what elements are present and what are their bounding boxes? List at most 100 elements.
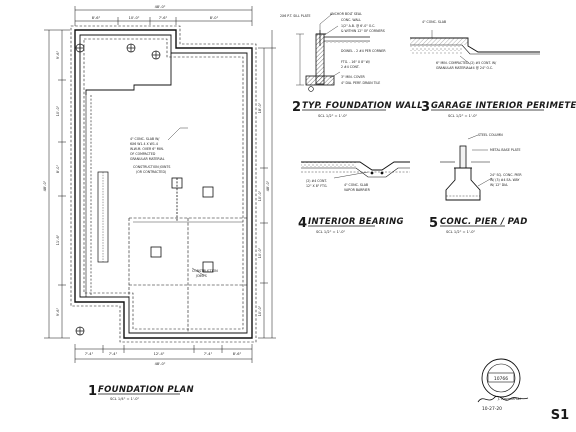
foundation-plan [44,6,276,363]
construction-joint-note: JOINTS [195,274,207,278]
detail-4-notes: (2) #4 CONT. 12" X 8" FTG. 4" CONC. SLAB… [306,179,371,192]
detail-note: GRANULAR MATERIAL [436,66,471,70]
detail-typ-foundation-wall [296,13,370,92]
detail-2-notes: 2X6 P.T. SILL PLATE ANCHOR BOLT SEAL CON… [280,12,386,85]
detail-number: 4 [298,216,307,231]
detail-number: 3 [421,100,430,115]
detail-interior-bearing [301,161,410,179]
dim-left-seg: 9'-6" [56,307,60,316]
detail-number: 2 [292,100,301,115]
dimension-bottom [74,344,253,363]
detail-note: VAPOR BARRIER [344,188,371,192]
construction-joint-note: CONSTRUCTION [192,269,218,273]
detail-title-3: 3 GARAGE INTERIOR PERIMETER SCL 1/2" = 1… [421,100,576,118]
detail-title: FOUNDATION PLAN [98,385,194,395]
detail-note: METAL BASE PLATE [490,148,521,152]
dim-right-seg: 10'-0" [258,190,262,201]
dimension-top [74,6,253,26]
slab-note-line: 4" CONC. SLAB W/ [130,137,160,141]
engineer-seal [481,358,521,398]
detail-title: TYP. FOUNDATION WALL [302,101,423,111]
detail-note: 24" SQ. CONC. PIER [490,173,522,177]
detail-note: 6" MIN. COMPACTED [436,61,469,65]
corner-markers [75,43,161,336]
joint-note-line: CONSTRUCTION JOINTS [133,165,170,169]
dim-bottom-seg: 7'-4" [109,352,118,356]
dim-bottom-seg: 7'-4" [85,352,94,356]
detail-garage-interior-perimeter [410,30,540,65]
slab-note-line: OF COMPACTED [130,152,156,156]
dim-top-seg: 7'-6" [159,16,168,20]
detail-3-notes: 4" CONC. SLAB 6" MIN. COMPACTED GRANULAR… [422,20,497,70]
slab-note: 4" CONC. SLAB W/ 6X6 W1.4 X W1.4 W.W.M. … [130,137,218,278]
detail-note: DOWEL - 2 #4 PER CORNER [341,49,386,53]
foundation-wall-outer [74,29,253,339]
sheet-number-label: S1 [551,408,569,423]
detail-scale: SCL 1/2" = 1'-0" [316,230,346,234]
joint-note-line: (OR CONTRACTED) [136,170,166,174]
detail-note: STEEL COLUMN [478,133,503,137]
detail-scale: SCL 1/4" = 1'-0" [110,397,140,401]
dim-bottom-overall: 48'-0" [155,362,166,366]
detail-note: W/ 12" DIA. [490,183,508,187]
detail-title-1: 1 FOUNDATION PLAN SCL 1/4" = 1'-0" [88,384,194,401]
dim-right-overall: 48'-0" [266,180,270,191]
dim-bottom-seg: 12'-4" [154,352,165,356]
dim-left-seg: 11'-6" [56,234,60,245]
detail-note: 2 #4 CONT. [341,65,359,69]
foundation-wall-inner [79,34,248,334]
detail-note: ANCHOR BOLT SEAL [330,12,362,16]
footing-outline [70,25,257,343]
detail-note: #4 @ 24" O.C. [470,66,493,70]
detail-note: 3" MIN. COVER [341,75,365,79]
signature: J. Kazmierski [477,395,529,403]
slab-joint-grid [128,217,247,333]
dim-right-seg: 18'-0" [258,102,262,113]
detail-note: CONC. WALL [341,18,361,22]
detail-scale: SCL 1/2" = 1'-0" [318,114,348,118]
pier-pads [150,177,214,273]
slab-note-line: 6X6 W1.4 X W1.4 [130,142,158,146]
plan-dimension-labels: 48'-0" 8'-6" 10'-0" 7'-6" 8'-0" 7'-4" 7'… [43,5,270,366]
signature-name: J. Kazmierski [497,397,521,401]
detail-note: W/ (3) #4 EA. WAY [490,178,520,182]
detail-note: 4" CONC. SLAB [422,20,446,24]
dim-right-seg: 10'-0" [258,247,262,258]
detail-note: (2) #5 CONT. W/ [470,61,497,65]
detail-note: 2X6 P.T. SILL PLATE [280,14,310,18]
dim-top-seg: 10'-0" [129,16,140,20]
interior-bearing-wall [85,53,172,95]
detail-note: 12" X 8" FTG. [306,184,327,188]
dim-right-seg: 10'-0" [258,305,262,316]
sheet-number: S1 [551,408,569,423]
dim-left-overall: 48'-0" [43,180,47,191]
dim-left-seg: 9'-6" [56,50,60,59]
signed-date: 10-27-20 [482,406,502,412]
detail-conc-pier-pad [440,134,493,201]
dim-left-seg: 8'-0" [56,164,60,173]
detail-note: (2) #4 CONT. [306,179,327,183]
slab-note-line: W.W.M. OVER 6" MIN. [130,147,164,151]
detail-5-notes: STEEL COLUMN METAL BASE PLATE 24" SQ. CO… [478,133,522,187]
detail-title: GARAGE INTERIOR PERIMETER [431,101,576,111]
dim-left-seg: 10'-0" [56,105,60,116]
detail-note: FTG. - 16" X 8" W/ [341,60,371,64]
dim-bottom-seg: 8'-6" [233,352,242,356]
slab-note-line: GRANULAR MATERIAL [130,157,165,161]
dim-bottom-seg: 7'-4" [204,352,213,356]
detail-title: INTERIOR BEARING [308,217,404,227]
detail-note: & WITHIN 12" OF CORNERS [341,29,385,33]
detail-title-5: 5 CONC. PIER / PAD SCL 1/2" = 1'-0" [429,216,528,234]
detail-note: 1/2" A.B. @ 6'-0" O.C. [341,24,375,28]
dim-top-seg: 8'-6" [92,16,101,20]
detail-scale: SCL 1/2" = 1'-0" [446,230,476,234]
detail-number: 1 [88,384,97,399]
detail-title: CONC. PIER / PAD [440,217,528,227]
dim-top-seg: 8'-0" [210,16,219,20]
detail-note: 4" CONC. SLAB [344,183,368,187]
detail-scale: SCL 1/2" = 1'-0" [448,114,478,118]
detail-title-4: 4 INTERIOR BEARING SCL 1/2" = 1'-0" [298,216,404,234]
dim-top-overall: 48'-0" [155,5,166,9]
dimension-left [44,29,70,339]
